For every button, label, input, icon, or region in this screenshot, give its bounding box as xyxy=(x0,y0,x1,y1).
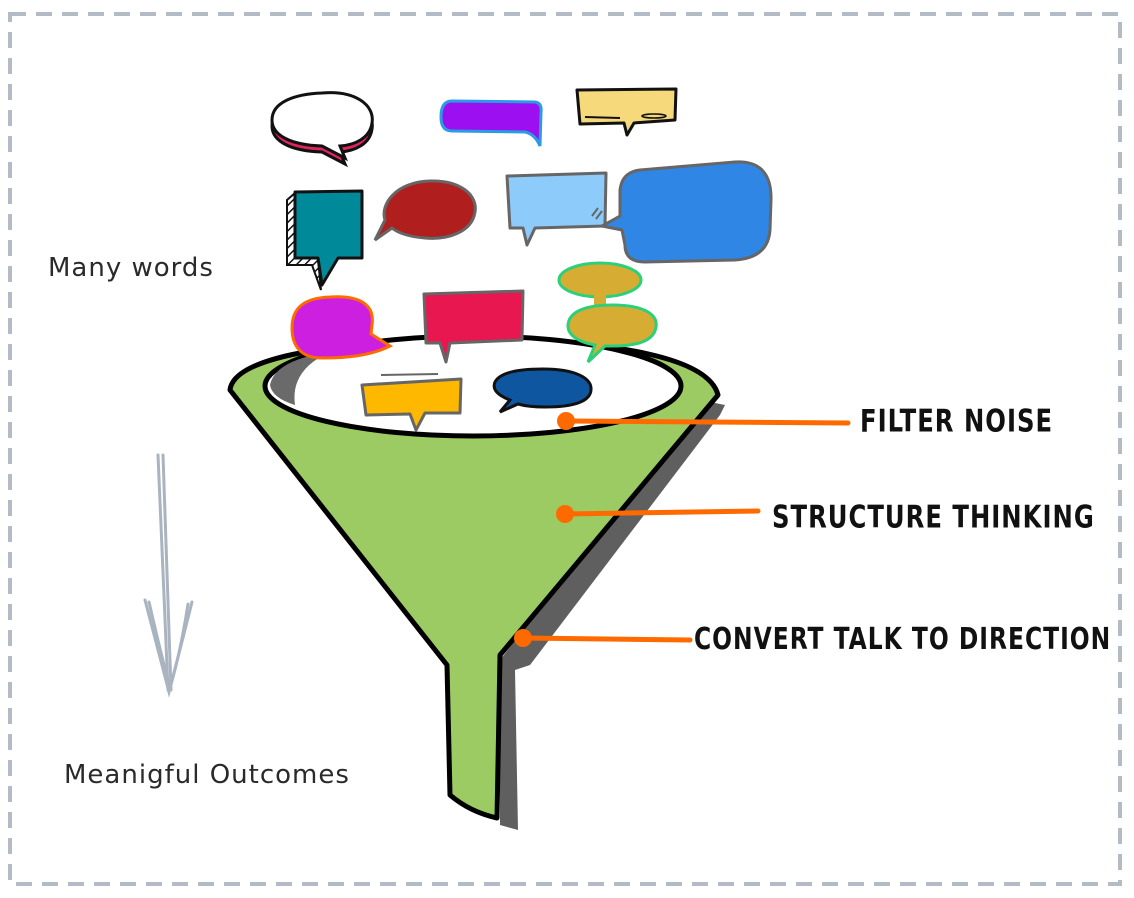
speech-bubble-magenta xyxy=(290,295,394,360)
speech-bubble-red xyxy=(373,179,477,242)
funnel-shadow xyxy=(500,400,725,830)
callout-structure-thinking: STRUCTURE THINKING xyxy=(772,499,1095,536)
speech-bubble-white-oval xyxy=(270,91,374,168)
speech-bubble-navy xyxy=(492,367,593,414)
speech-bubble-blue-large xyxy=(600,160,773,264)
speech-bubble-teal xyxy=(286,189,364,291)
funnel xyxy=(227,333,725,830)
speech-bubble-gold xyxy=(557,261,658,364)
callout-convert-talk-to-direction: CONVERT TALK TO DIRECTION xyxy=(694,622,1112,658)
speech-bubble-purple xyxy=(439,99,543,147)
down-arrow-icon xyxy=(143,453,194,698)
meaningful-outcomes-label: Meanigful Outcomes xyxy=(64,760,350,790)
speech-bubble-amber xyxy=(360,373,463,432)
speech-bubble-light-blue xyxy=(505,171,608,247)
speech-bubble-yellow xyxy=(575,87,678,137)
callout-line-filter-noise xyxy=(557,412,851,430)
speech-bubble-crimson xyxy=(422,289,525,364)
many-words-label: Many words xyxy=(48,253,214,283)
dashed-border xyxy=(8,12,1122,886)
callout-line-convert-talk xyxy=(514,629,693,647)
callout-filter-noise: FILTER NOISE xyxy=(860,403,1054,440)
funnel-opening-shadow xyxy=(270,352,330,405)
callout-line-structure-thinking xyxy=(556,505,761,523)
